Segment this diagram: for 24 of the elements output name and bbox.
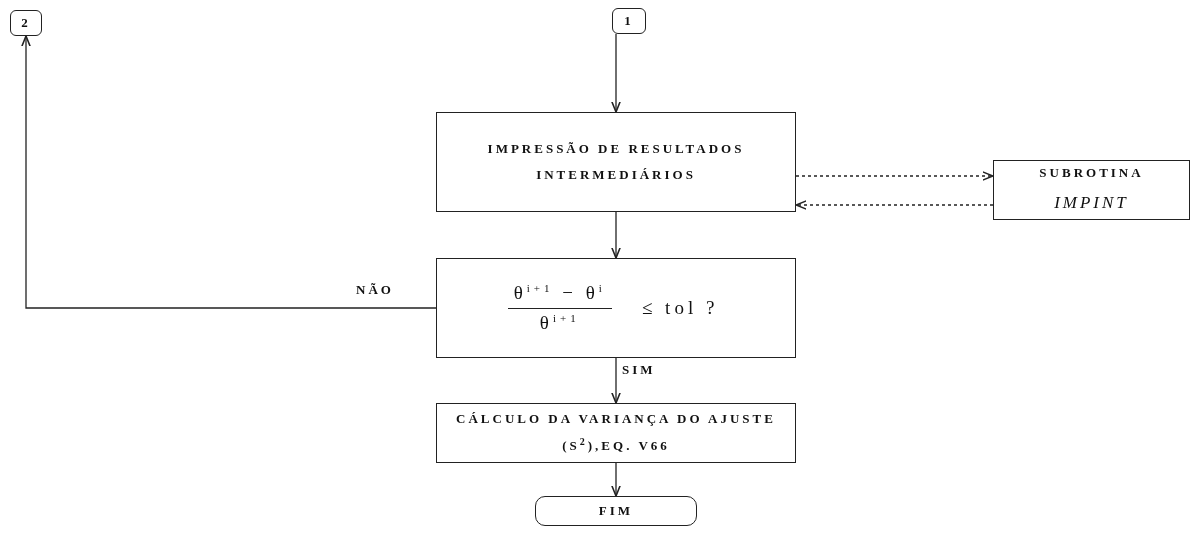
node-text: FIM — [598, 502, 634, 520]
subroutine-name: IMPINT — [1054, 192, 1129, 214]
arrow — [611, 211, 621, 259]
terminal-box — [535, 496, 697, 526]
arrow — [795, 200, 994, 210]
node-text: 2 — [21, 14, 31, 32]
node-text: SUBROTINA — [1039, 164, 1144, 182]
process-box — [993, 160, 1190, 220]
connector-symbol — [10, 10, 42, 36]
arrow — [611, 33, 621, 113]
process-box — [436, 112, 796, 212]
arrow — [611, 462, 621, 497]
arrow — [611, 357, 621, 404]
denominator: θ$^{i+1}$ — [538, 310, 581, 335]
condition-text: ≤ tol ? — [640, 295, 720, 320]
connector-symbol — [612, 8, 646, 34]
process-box — [436, 403, 796, 463]
arrow — [21, 35, 437, 309]
decision-box — [436, 258, 796, 358]
arrow — [795, 171, 994, 181]
numerator: θ$^{i+1}$ − θ$^{i}$ — [507, 279, 612, 309]
node-text: CÁLCULO DA VARIANÇA DO AJUSTE (S$^{2}$),EQ. V66 — [455, 410, 777, 456]
node-text: 1 — [624, 12, 634, 30]
node-text: IMPRESSÃO DE RESULTADOS INTERMEDIÁRIOS — [486, 140, 746, 184]
